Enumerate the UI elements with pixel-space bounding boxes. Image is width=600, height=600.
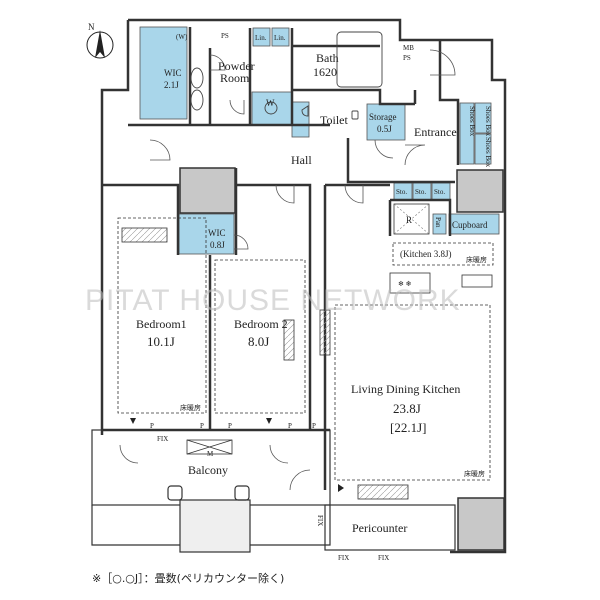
wic1-w-label: (W) xyxy=(176,33,188,41)
balcony-label: Balcony xyxy=(188,463,228,477)
north-label: N xyxy=(88,22,95,32)
fixtures xyxy=(190,31,383,120)
toilet-label: Toilet xyxy=(320,113,348,127)
storage-size: 0.5J xyxy=(377,124,392,134)
bedroom1-size: 10.1J xyxy=(147,334,175,349)
pericounter-label: Pericounter xyxy=(352,521,407,535)
door-swings xyxy=(119,49,456,491)
fix-mark: FIX xyxy=(316,515,324,526)
svg-text:❄ ❄: ❄ ❄ xyxy=(398,280,412,288)
stove-icon: ❄ ❄ xyxy=(389,272,493,294)
sto3-label: Sto. xyxy=(434,188,445,196)
cupboard-label: Cupboard xyxy=(452,220,488,230)
lin2-label: Lin. xyxy=(274,34,286,42)
watermark-text: PITAT HOUSE NETWORK xyxy=(85,284,461,317)
floor-heat-kitchen: 床暖房 xyxy=(466,255,487,264)
floor-heat-bed: 床暖房 xyxy=(180,403,201,412)
shoes-box-1: Shoes Box xyxy=(484,106,492,137)
bath-size: 1620 xyxy=(313,65,337,79)
lin1-label: Lin. xyxy=(255,34,267,42)
shafts xyxy=(179,167,505,551)
fix-mark: FIX xyxy=(378,554,389,562)
shoes-box-2: Shoes Box xyxy=(484,137,492,168)
sto2-label: Sto. xyxy=(415,188,426,196)
powder-line2: Room xyxy=(220,71,250,85)
fix-mark: FIX xyxy=(157,435,168,443)
p-mark: P xyxy=(200,422,204,430)
hall-label: Hall xyxy=(291,153,312,167)
hatch-markers xyxy=(121,227,409,500)
bedroom2-size: 8.0J xyxy=(248,334,269,349)
window-triangles xyxy=(130,418,344,492)
floor-heat-ldk: 床暖房 xyxy=(464,469,485,478)
pan-label: Pan xyxy=(434,217,442,228)
wic2-size: 0.8J xyxy=(210,240,225,250)
m-label: M xyxy=(207,450,214,458)
north-arrow-icon: N xyxy=(86,22,114,59)
wic1-name: WIC xyxy=(164,68,182,78)
p-mark: P xyxy=(312,422,316,430)
wic1-size: 2.1J xyxy=(164,80,179,90)
fridge-box xyxy=(393,203,430,235)
outer-walls xyxy=(100,18,507,554)
ldk-size: 23.8J xyxy=(393,401,421,416)
shoes-box-3: Shoes Box xyxy=(468,106,476,137)
p-mark: P xyxy=(288,422,292,430)
wic2-name: WIC xyxy=(208,228,226,238)
ps-top-label: PS xyxy=(221,32,229,40)
bedroom1-name: Bedroom1 xyxy=(136,317,187,331)
p-mark: P xyxy=(228,422,232,430)
bath-name: Bath xyxy=(316,51,339,65)
p-mark: P xyxy=(150,422,154,430)
fridge-label: R xyxy=(406,215,412,225)
washer-label: W xyxy=(266,98,275,108)
bedroom2-name: Bedroom 2 xyxy=(234,317,288,331)
sto1-label: Sto. xyxy=(396,188,407,196)
mbps-line1: MB xyxy=(403,44,414,52)
blue-storage-areas xyxy=(139,26,500,255)
entrance-label: Entrance xyxy=(414,125,457,139)
storage-name: Storage xyxy=(369,112,397,122)
footnote: ※［○.○J］：畳数(ペリカウンター除く) xyxy=(92,571,284,585)
mbps-line2: PS xyxy=(403,54,411,62)
ldk-name: Living Dining Kitchen xyxy=(351,382,460,396)
kitchen-label: (Kitchen 3.8J) xyxy=(400,249,452,259)
floor-heat-dashed xyxy=(117,217,494,481)
fix-mark: FIX xyxy=(338,554,349,562)
powder-line1: Powder xyxy=(218,59,255,73)
balcony-area xyxy=(91,429,331,553)
ldk-size-alt: [22.1J] xyxy=(390,420,426,435)
pericounter-area xyxy=(324,504,456,551)
